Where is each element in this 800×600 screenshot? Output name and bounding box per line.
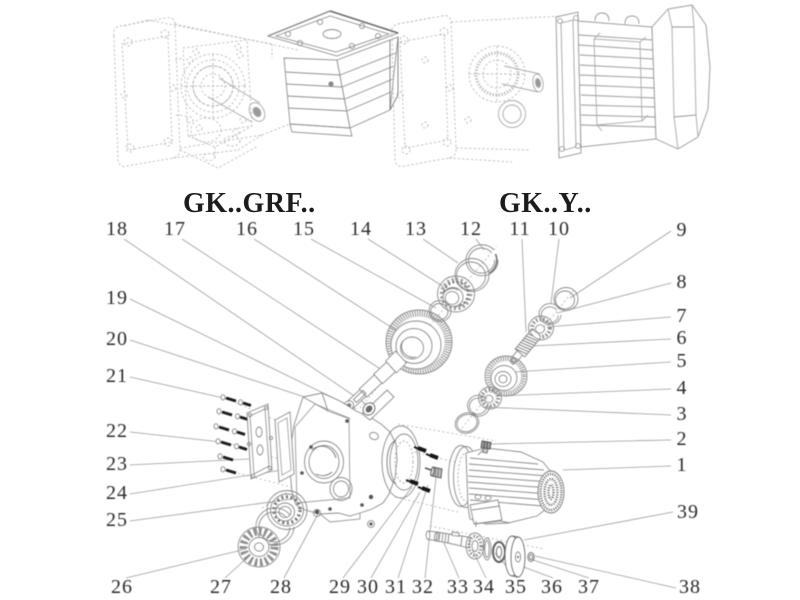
svg-text:29: 29 [329, 576, 351, 598]
svg-text:21: 21 [106, 365, 128, 387]
svg-text:26: 26 [111, 576, 133, 598]
svg-text:17: 17 [164, 218, 186, 240]
svg-text:32: 32 [412, 576, 434, 598]
svg-text:20: 20 [106, 328, 128, 350]
svg-text:37: 37 [578, 576, 600, 598]
svg-text:1: 1 [677, 454, 688, 476]
svg-text:23: 23 [106, 453, 128, 475]
svg-text:11: 11 [509, 218, 530, 240]
svg-text:15: 15 [293, 218, 315, 240]
svg-text:33: 33 [447, 576, 469, 598]
svg-text:39: 39 [677, 501, 699, 523]
svg-text:30: 30 [357, 576, 379, 598]
svg-text:25: 25 [106, 509, 128, 531]
svg-text:35: 35 [505, 576, 527, 598]
svg-text:10: 10 [548, 218, 570, 240]
svg-text:31: 31 [385, 576, 407, 598]
svg-text:18: 18 [106, 218, 128, 240]
svg-text:36: 36 [541, 576, 563, 598]
svg-text:27: 27 [210, 576, 232, 598]
svg-text:2: 2 [677, 428, 688, 450]
svg-text:3: 3 [677, 403, 688, 425]
svg-text:7: 7 [677, 305, 688, 327]
svg-text:19: 19 [106, 287, 128, 309]
svg-text:13: 13 [405, 218, 427, 240]
svg-text:12: 12 [460, 218, 482, 240]
svg-text:38: 38 [679, 576, 701, 598]
svg-text:16: 16 [236, 218, 258, 240]
svg-text:5: 5 [677, 350, 688, 372]
svg-text:24: 24 [106, 482, 128, 504]
svg-text:22: 22 [106, 420, 128, 442]
svg-text:8: 8 [677, 271, 688, 293]
svg-text:34: 34 [473, 576, 495, 598]
svg-text:4: 4 [677, 377, 688, 399]
svg-text:9: 9 [677, 219, 688, 241]
svg-text:28: 28 [270, 576, 292, 598]
svg-text:6: 6 [677, 327, 688, 349]
svg-text:14: 14 [350, 218, 372, 240]
